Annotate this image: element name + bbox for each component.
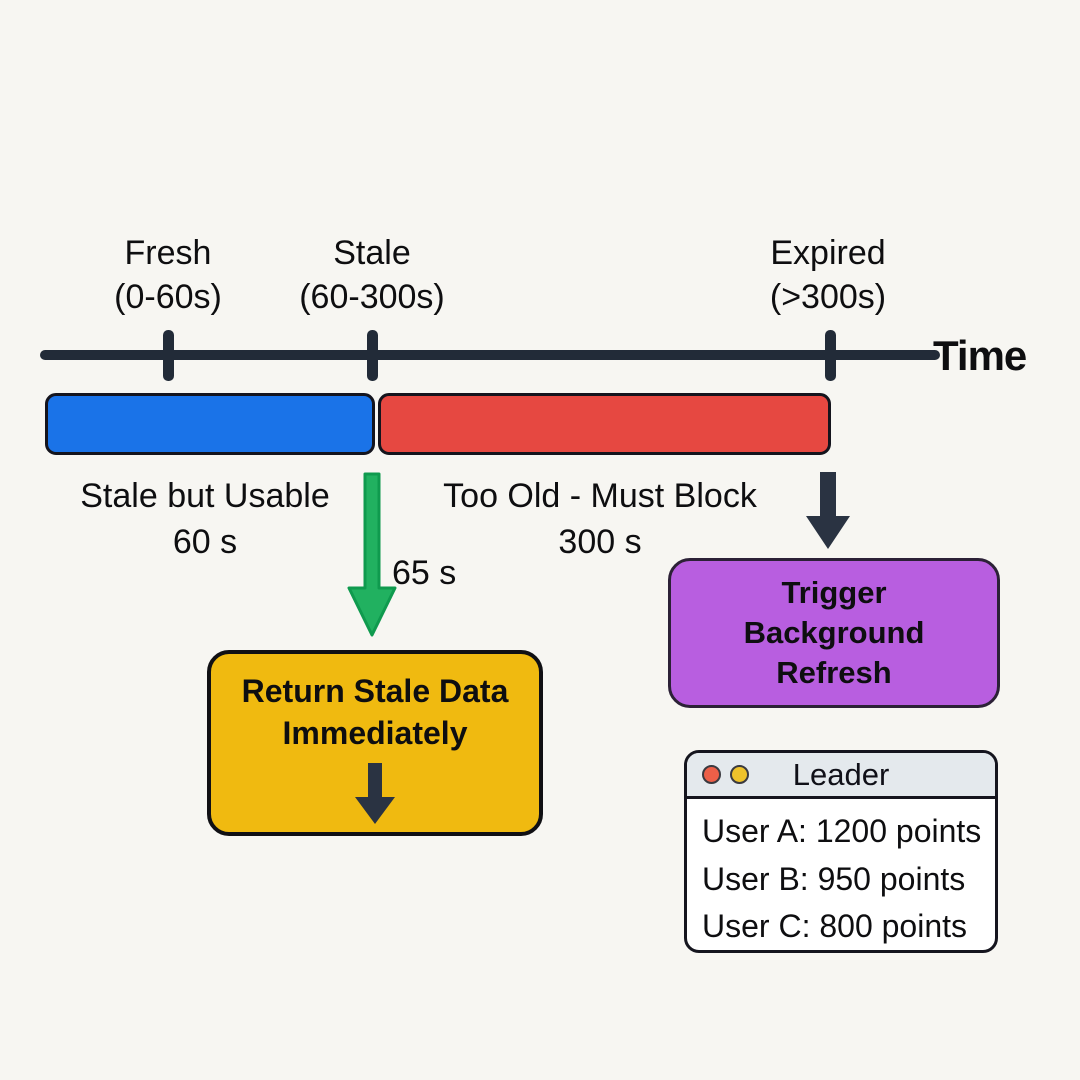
time-axis-label: Time xyxy=(933,332,1027,379)
phase-label-expired: Expired (>300s) xyxy=(708,232,948,319)
annotation-too-old-duration: 300 s xyxy=(558,522,642,561)
phase-label-fresh: Fresh (0-60s) xyxy=(48,232,288,319)
box-down-arrow-icon xyxy=(355,762,395,824)
leader-window: Leader User A: 1200 points User B: 950 p… xyxy=(684,750,998,953)
leader-row-user-c: User C: 800 points xyxy=(702,908,968,945)
phase-fresh-name: Fresh xyxy=(124,234,212,272)
trigger-refresh-box: Trigger Background Refresh xyxy=(668,558,1000,708)
window-close-icon[interactable] xyxy=(702,765,721,784)
leader-row-user-b: User B: 950 points xyxy=(702,860,966,897)
box-down-arrow-shape xyxy=(355,762,395,824)
phase-expired-range: (>300s) xyxy=(769,277,887,316)
leader-window-titlebar: Leader xyxy=(687,753,995,799)
window-minimize-icon[interactable] xyxy=(730,765,749,784)
annotation-stale-usable: Stale but Usable 60 s xyxy=(45,474,365,566)
dark-down-arrow-shape xyxy=(806,472,850,549)
timeline-axis xyxy=(40,350,940,360)
leader-rows: User A: 1200 points User B: 950 points U… xyxy=(687,799,995,950)
phase-label-stale: Stale (60-300s) xyxy=(252,232,492,319)
annotation-too-old: Too Old - Must Block 300 s xyxy=(430,474,770,566)
phase-expired-name: Expired xyxy=(770,234,886,272)
timeline-tick-expired xyxy=(825,330,836,381)
dark-down-arrow-icon xyxy=(806,472,850,549)
leader-window-title: Leader xyxy=(792,756,890,792)
annotation-stale-usable-text: Stale but Usable xyxy=(80,477,330,515)
return-stale-data-label: Return Stale Data Immediately xyxy=(241,673,509,751)
bar-expired-segment xyxy=(378,393,831,455)
phase-fresh-range: (0-60s) xyxy=(114,277,222,316)
annotation-stale-usable-duration: 60 s xyxy=(172,522,238,561)
return-stale-data-box: Return Stale Data Immediately xyxy=(207,650,543,836)
green-down-arrow-icon xyxy=(347,472,397,637)
phase-stale-name: Stale xyxy=(333,234,411,272)
phase-stale-range: (60-300s) xyxy=(299,277,445,316)
bar-fresh-segment xyxy=(45,393,375,455)
trigger-refresh-label: Trigger Background Refresh xyxy=(743,574,925,691)
timeline-tick-300s xyxy=(367,330,378,381)
leader-row-user-a: User A: 1200 points xyxy=(702,813,982,849)
green-down-arrow-shape xyxy=(347,472,397,637)
annotation-too-old-text: Too Old - Must Block xyxy=(443,477,757,515)
age-marker-label: 65 s xyxy=(392,554,457,592)
timeline-tick-60s xyxy=(163,330,174,381)
